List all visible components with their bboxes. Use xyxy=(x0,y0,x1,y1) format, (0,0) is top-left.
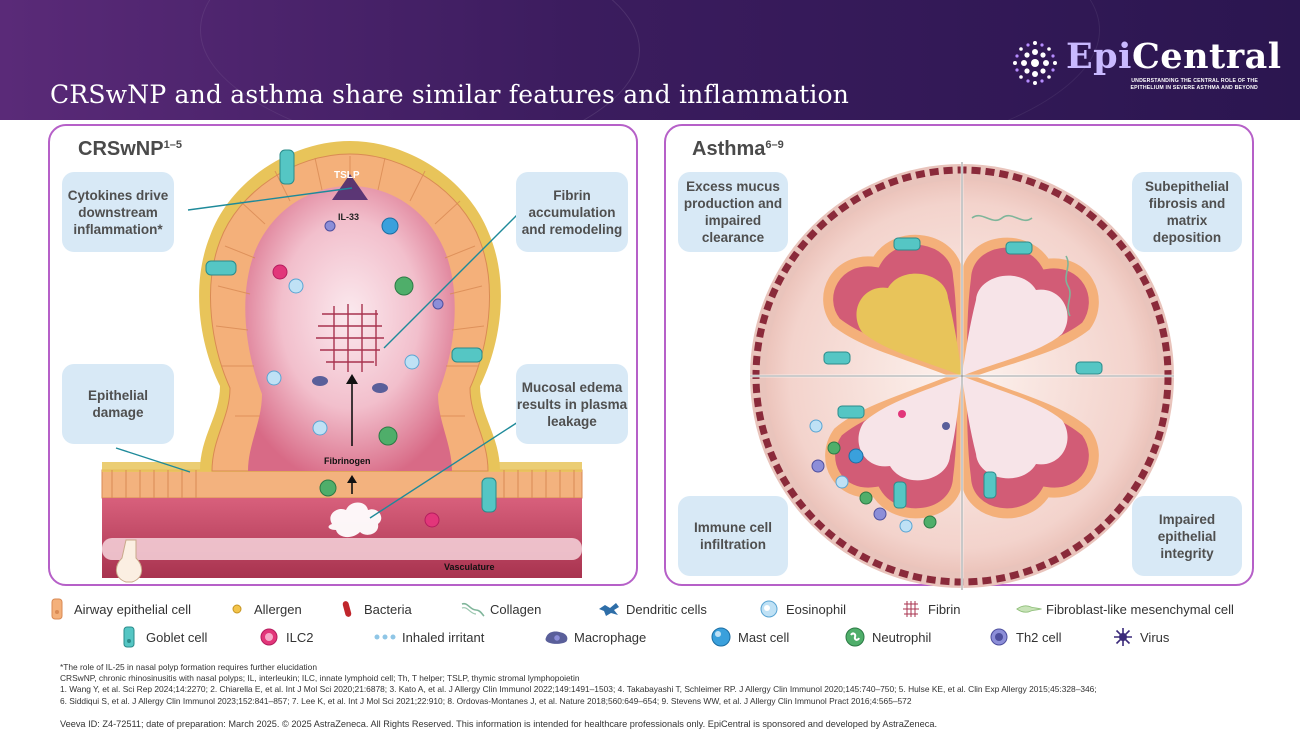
legend-item: Virus xyxy=(1110,626,1169,648)
macrophage-icon xyxy=(544,626,570,648)
mast-cell-icon xyxy=(708,626,734,648)
page-title: CRSwNP and asthma share similar features… xyxy=(50,80,850,109)
footnotes: *The role of IL-25 in nasal polyp format… xyxy=(60,662,1280,707)
veeva-statement: Veeva ID: Z4-72511; date of preparation:… xyxy=(60,719,938,729)
dendritic-cell-icon xyxy=(596,598,622,620)
th2-cell-icon xyxy=(986,626,1012,648)
logo-dots-icon xyxy=(1013,41,1057,85)
fibrinogen-label: Fibrinogen xyxy=(324,456,371,466)
crswnp-panel: CRSwNP1–5 xyxy=(48,124,638,586)
collagen-icon xyxy=(460,598,486,620)
callout-subepithelial-fibrosis: Subepithelial fibrosis and matrix deposi… xyxy=(1132,172,1242,252)
legend-item: Fibrin xyxy=(898,598,961,620)
fibrin-icon xyxy=(898,598,924,620)
allergen-icon xyxy=(224,598,250,620)
nasal-polyp-illustration xyxy=(101,141,583,583)
callout-epithelial-damage: Epithelial damage xyxy=(62,364,174,444)
callout-mucosal-edema: Mucosal edema results in plasma leakage xyxy=(516,364,628,444)
references-2: 6. Siddiqui S, et al. J Allergy Clin Imm… xyxy=(60,695,912,706)
legend-item: Inhaled irritant xyxy=(372,626,484,648)
legend-item: Goblet cell xyxy=(116,626,207,648)
references-1: 1. Wang Y, et al. Sci Rep 2024;14:2270; … xyxy=(60,684,1097,695)
airway-cross-section-illustration xyxy=(750,162,1174,590)
legend-item: Macrophage xyxy=(544,626,646,648)
legend-item: ILC2 xyxy=(256,626,313,648)
irritant-icon xyxy=(372,626,398,648)
legend-item: Airway epithelial cell xyxy=(44,598,191,620)
asthma-title: Asthma6–9 xyxy=(692,138,784,160)
asthma-panel: Asthma6–9 xyxy=(664,124,1254,590)
legend-item: Th2 cell xyxy=(986,626,1062,648)
goblet-cell-icon xyxy=(116,626,142,648)
epithelial-cell-icon xyxy=(44,598,70,620)
virus-icon xyxy=(1110,626,1136,648)
ilc2-icon xyxy=(256,626,282,648)
logo-wordmark: EpiCentral xyxy=(1066,36,1282,77)
header-banner: CRSwNP and asthma share similar features… xyxy=(0,0,1300,120)
legend-item: Eosinophil xyxy=(756,598,846,620)
footnote-il25: *The role of IL-25 in nasal polyp format… xyxy=(60,662,317,672)
neutrophil-icon xyxy=(842,626,868,648)
eosinophil-icon xyxy=(756,598,782,620)
legend-item: Collagen xyxy=(460,598,541,620)
callout-immune-infiltration: Immune cell infiltration xyxy=(678,496,788,576)
epicentral-logo[interactable]: EpiCentral UNDERSTANDING THE CENTRAL ROL… xyxy=(1012,36,1281,98)
legend-item: Fibroblast-like mesenchymal cell xyxy=(1016,598,1234,620)
il33-label: IL-33 xyxy=(338,212,360,222)
tslp-label: TSLP xyxy=(334,170,360,181)
legend-item: Mast cell xyxy=(708,626,789,648)
legend-item: Allergen xyxy=(224,598,302,620)
abbreviations: CRSwNP, chronic rhinosinusitis with nasa… xyxy=(60,673,580,684)
legend-item: Dendritic cells xyxy=(596,598,707,620)
legend-item: Neutrophil xyxy=(842,626,931,648)
callout-fibrin: Fibrin accumulation and remodeling xyxy=(516,172,628,252)
callout-impaired-integrity: Impaired epithelial integrity xyxy=(1132,496,1242,576)
vasculature-label: Vasculature xyxy=(444,562,495,572)
fibroblast-icon xyxy=(1016,598,1042,620)
callout-cytokines: Cytokines drive downstream inflammation* xyxy=(62,172,174,252)
bacteria-icon xyxy=(334,598,360,620)
cell-legend: Airway epithelial cell Allergen Bacteria… xyxy=(0,592,1300,652)
crswnp-title: CRSwNP1–5 xyxy=(78,138,182,160)
legend-item: Bacteria xyxy=(334,598,412,620)
callout-excess-mucus: Excess mucus production and impaired cle… xyxy=(678,172,788,252)
